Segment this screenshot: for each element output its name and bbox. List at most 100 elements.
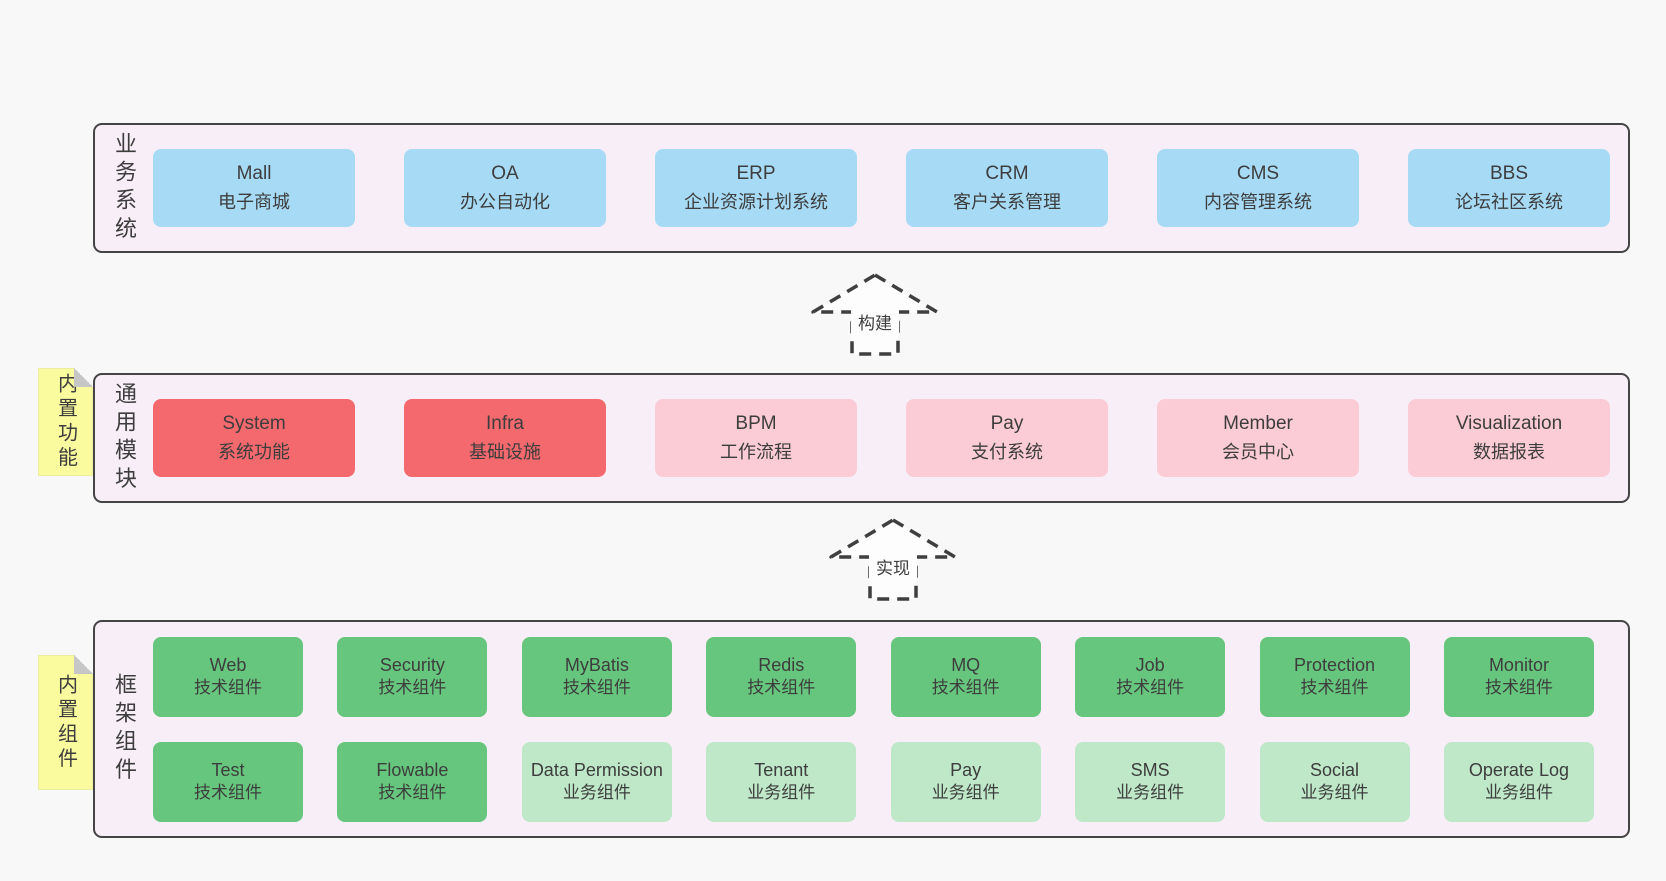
layer-business-systems: 业务系统 Mall 电子商城 OA 办公自动化 ERP 企业资源计划系统 CRM… bbox=[93, 123, 1630, 253]
box-name: Member bbox=[1223, 413, 1293, 435]
box-name: SMS bbox=[1130, 759, 1170, 780]
box-subtitle: 业务组件 bbox=[1116, 783, 1185, 803]
box-subtitle: 客户关系管理 bbox=[953, 191, 1061, 212]
box-name: BBS bbox=[1489, 163, 1529, 185]
box-bpm: BPM 工作流程 bbox=[655, 399, 857, 477]
box-name: Flowable bbox=[376, 759, 449, 780]
box-security: Security 技术组件 bbox=[337, 636, 488, 717]
framework-boxes-grid: Web 技术组件 Security 技术组件 MyBatis 技术组件 Redi… bbox=[153, 622, 1628, 836]
box-subtitle: 数据报表 bbox=[1473, 441, 1545, 462]
box-subtitle: 技术组件 bbox=[1300, 678, 1369, 698]
box-subtitle: 论坛社区系统 bbox=[1455, 191, 1563, 212]
box-name: Visualization bbox=[1455, 413, 1563, 435]
box-name: Tenant bbox=[754, 759, 809, 780]
box-cms: CMS 内容管理系统 bbox=[1157, 149, 1359, 227]
box-visualization: Visualization 数据报表 bbox=[1408, 399, 1610, 477]
box-mq: MQ 技术组件 bbox=[890, 636, 1041, 717]
box-subtitle: 系统功能 bbox=[218, 441, 290, 462]
implement-arrow-icon: 实现 bbox=[828, 517, 958, 602]
layer-framework-label: 框架组件 bbox=[112, 672, 137, 786]
box-flowable: Flowable 技术组件 bbox=[337, 741, 488, 822]
box-web: Web 技术组件 bbox=[153, 636, 303, 717]
box-name: Operate Log bbox=[1468, 759, 1569, 780]
box-subtitle: 业务组件 bbox=[562, 783, 631, 803]
box-crm: CRM 客户关系管理 bbox=[906, 149, 1108, 227]
box-name: Data Permission bbox=[530, 759, 663, 780]
box-subtitle: 技术组件 bbox=[931, 678, 1000, 698]
framework-row-1: Web 技术组件 Security 技术组件 MyBatis 技术组件 Redi… bbox=[153, 636, 1628, 717]
sticky-label: 内置功能 bbox=[54, 373, 77, 471]
box-monitor: Monitor 技术组件 bbox=[1443, 636, 1594, 717]
box-infra: Infra 基础设施 bbox=[404, 399, 606, 477]
sticky-built-in-components: 内置组件 bbox=[38, 655, 93, 790]
build-arrow-label: 构建 bbox=[858, 314, 892, 333]
box-subtitle: 工作流程 bbox=[720, 441, 792, 462]
box-subtitle: 技术组件 bbox=[194, 783, 262, 803]
box-name: CMS bbox=[1236, 163, 1280, 185]
box-subtitle: 技术组件 bbox=[378, 783, 447, 803]
box-member: Member 会员中心 bbox=[1157, 399, 1359, 477]
box-subtitle: 业务组件 bbox=[747, 783, 816, 803]
box-name: Pay bbox=[950, 759, 982, 780]
layer-common-modules: 通用模块 System 系统功能 Infra 基础设施 BPM 工作流程 Pay… bbox=[93, 373, 1630, 503]
box-name: Social bbox=[1310, 759, 1360, 780]
layer-label-column: 通用模块 bbox=[95, 375, 153, 501]
implement-arrow-label: 实现 bbox=[876, 559, 910, 578]
layer-modules-label: 通用模块 bbox=[112, 381, 137, 495]
box-subtitle: 技术组件 bbox=[1484, 678, 1553, 698]
box-mall: Mall 电子商城 bbox=[153, 149, 355, 227]
box-subtitle: 电子商城 bbox=[218, 191, 290, 212]
box-mybatis: MyBatis 技术组件 bbox=[521, 636, 672, 717]
layer-business-label: 业务系统 bbox=[112, 131, 137, 245]
box-job: Job 技术组件 bbox=[1075, 636, 1226, 717]
box-subtitle: 企业资源计划系统 bbox=[684, 191, 828, 212]
box-protection: Protection 技术组件 bbox=[1259, 636, 1410, 717]
box-name: CRM bbox=[985, 163, 1029, 185]
box-name: Pay bbox=[990, 413, 1024, 435]
box-name: Redis bbox=[758, 654, 805, 675]
box-name: Security bbox=[379, 654, 445, 675]
box-subtitle: 技术组件 bbox=[747, 678, 816, 698]
box-name: Mall bbox=[236, 163, 272, 185]
box-subtitle: 会员中心 bbox=[1222, 441, 1294, 462]
box-name: System bbox=[222, 413, 286, 435]
folded-corner-icon bbox=[74, 655, 93, 674]
modules-boxes-row: System 系统功能 Infra 基础设施 BPM 工作流程 Pay 支付系统… bbox=[153, 375, 1628, 501]
box-subtitle: 基础设施 bbox=[469, 441, 541, 462]
box-subtitle: 支付系统 bbox=[971, 441, 1043, 462]
box-name: OA bbox=[491, 163, 519, 185]
box-subtitle: 技术组件 bbox=[562, 678, 631, 698]
sticky-built-in-features: 内置功能 bbox=[38, 368, 93, 476]
box-name: Web bbox=[209, 654, 247, 675]
box-subtitle: 业务组件 bbox=[1484, 783, 1553, 803]
build-arrow-icon: 构建 bbox=[810, 272, 940, 357]
box-name: Infra bbox=[485, 413, 525, 435]
box-subtitle: 业务组件 bbox=[931, 783, 1000, 803]
box-oa: OA 办公自动化 bbox=[404, 149, 606, 227]
box-name: MyBatis bbox=[564, 654, 629, 675]
box-social: Social 业务组件 bbox=[1259, 741, 1410, 822]
box-tenant: Tenant 业务组件 bbox=[706, 741, 857, 822]
box-subtitle: 内容管理系统 bbox=[1204, 191, 1312, 212]
box-name: ERP bbox=[736, 163, 776, 185]
box-redis: Redis 技术组件 bbox=[706, 636, 857, 717]
box-operate-log: Operate Log 业务组件 bbox=[1443, 741, 1594, 822]
business-boxes-row: Mall 电子商城 OA 办公自动化 ERP 企业资源计划系统 CRM 客户关系… bbox=[153, 125, 1628, 251]
box-system: System 系统功能 bbox=[153, 399, 355, 477]
box-erp: ERP 企业资源计划系统 bbox=[655, 149, 857, 227]
layer-label-column: 业务系统 bbox=[95, 125, 153, 251]
box-name: MQ bbox=[951, 654, 981, 675]
layer-label-column: 框架组件 bbox=[95, 622, 153, 836]
box-pay-business: Pay 业务组件 bbox=[890, 741, 1041, 822]
box-data-permission: Data Permission 业务组件 bbox=[521, 741, 672, 822]
box-subtitle: 办公自动化 bbox=[460, 191, 550, 212]
framework-row-2: Test 技术组件 Flowable 技术组件 Data Permission … bbox=[153, 741, 1628, 822]
box-sms: SMS 业务组件 bbox=[1075, 741, 1226, 822]
box-subtitle: 技术组件 bbox=[378, 678, 447, 698]
sticky-label: 内置组件 bbox=[54, 673, 77, 772]
box-name: Job bbox=[1135, 654, 1165, 675]
box-subtitle: 技术组件 bbox=[1116, 678, 1185, 698]
box-name: BPM bbox=[735, 413, 777, 435]
box-bbs: BBS 论坛社区系统 bbox=[1408, 149, 1610, 227]
